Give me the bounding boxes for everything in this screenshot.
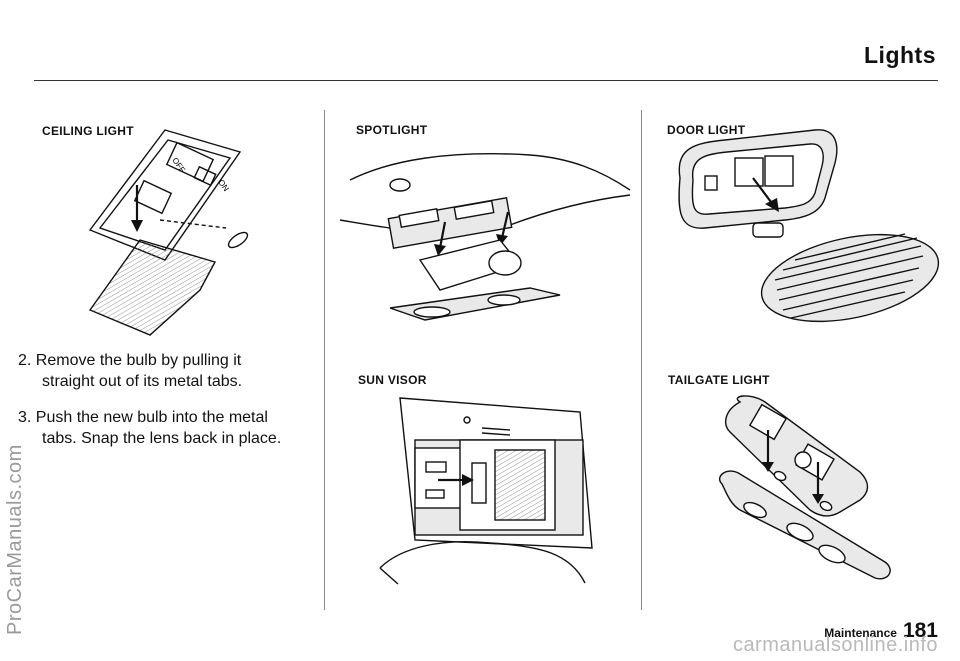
- step-3: 3. Push the new bulb into the metal tabs…: [18, 407, 318, 449]
- ceiling-light-illustration: OFF ON: [88, 129, 249, 336]
- side-watermark: ProCarManuals.com: [4, 444, 26, 635]
- step-3-number: 3.: [18, 409, 32, 426]
- column-divider-left: [324, 110, 325, 610]
- page-footer: Maintenance 181: [824, 619, 938, 643]
- sun-visor-illustration: [379, 397, 593, 585]
- tailgate-light-illustration: [719, 395, 891, 580]
- spotlight-illustration: [339, 153, 631, 321]
- door-light-illustration: [678, 129, 940, 323]
- footer-section: Maintenance: [824, 626, 897, 640]
- spotlight-label: SPOTLIGHT: [356, 123, 428, 137]
- page-number: 181: [902, 619, 938, 642]
- bottom-watermark: carmanualsonline.info: [732, 634, 938, 656]
- tailgate-light-label: TAILGATE LIGHT: [668, 373, 770, 387]
- sun-visor-label: SUN VISOR: [358, 373, 427, 387]
- step-3-line1: Push the new bulb into the metal: [35, 409, 268, 426]
- step-2-number: 2.: [18, 352, 32, 369]
- ceiling-light-label: CEILING LIGHT: [42, 124, 134, 138]
- step-2-line2: straight out of its metal tabs.: [42, 373, 243, 390]
- column-divider-right: [641, 110, 642, 610]
- step-2-line1: Remove the bulb by pulling it: [35, 352, 242, 369]
- step-2: 2. Remove the bulb by pulling it straigh…: [18, 350, 318, 392]
- door-light-label: DOOR LIGHT: [667, 123, 746, 137]
- step-3-line2: tabs. Snap the lens back in place.: [42, 430, 282, 447]
- header-rule: [34, 80, 938, 81]
- page-title: Lights: [864, 42, 936, 68]
